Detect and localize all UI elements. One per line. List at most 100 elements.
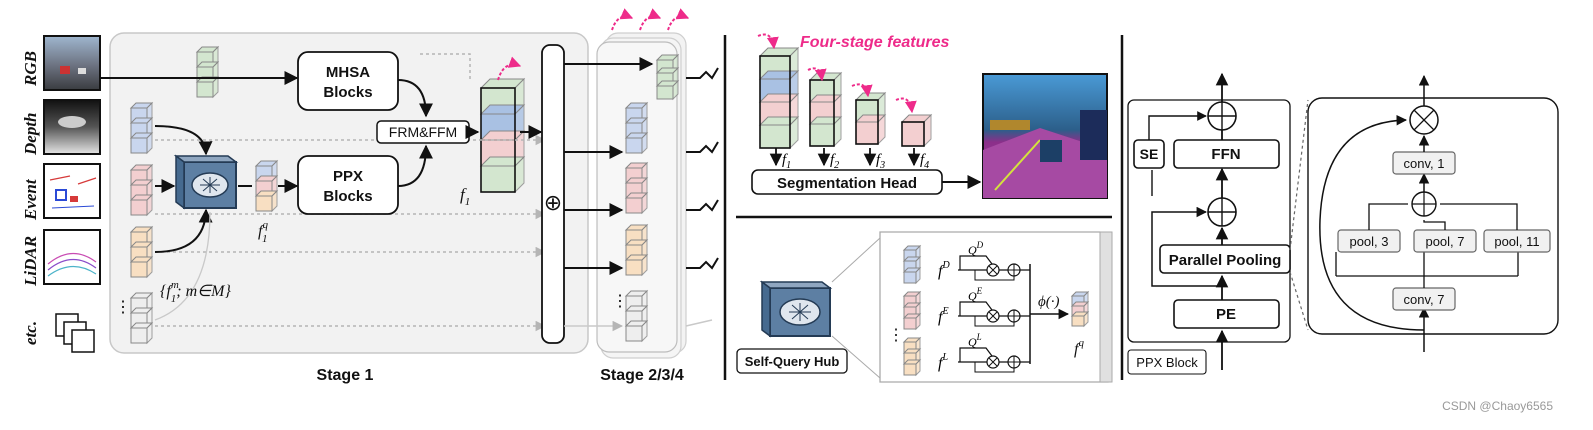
ppx-residual-1 [1151,206,1222,287]
depth-to-hub-arrow [154,125,213,156]
decoder-f3-stack-cube-1 [854,113,887,146]
stage2-rgb-stack-cube-2 [655,79,680,101]
frm-ffm-label: FRM&FFM [389,124,457,140]
f1-feature-stack-cube-3 [479,155,526,194]
decoder-f1-stack-cube-0 [758,46,800,81]
lidar-to-hub-arrow [154,208,213,253]
parallel-pooling-label: Parallel Pooling [1169,252,1282,269]
decoder-label-1: f1 [782,152,791,171]
ppx-label-2: Blocks [323,188,372,205]
feature-sum-oplus: ⊕ [544,190,562,215]
stage1-more-dots: ⋮ [115,299,131,316]
decoder-label-2: f2 [830,152,839,171]
hub-label: Self-Query Hub [745,354,840,369]
se-label: SE [1140,146,1159,162]
stage2-output-connectors [686,67,719,270]
decoder-down-arrows [769,148,921,167]
decoder-stage-arrows [757,33,917,114]
se-residual [1148,111,1207,140]
pe-module [1173,299,1280,329]
hub-q-lidar: QL [968,332,982,349]
modality-label-lidar: LiDAR [21,236,40,287]
pool3-label: pool, 3 [1349,234,1388,249]
stage234-caption: Stage 2/3/4 [600,367,684,384]
mhsa-to-frm-arrow [397,79,433,118]
stage2-etc-connector [685,319,713,327]
conv1-label: conv, 1 [1404,156,1445,171]
hub-detail-icon [759,280,833,338]
watermark: CSDN @Chaoy6565 [1442,399,1553,413]
pool-skip-connection [1319,114,1425,331]
stage2-event-stack-cube-2 [624,191,649,215]
decoder-f1-stack-cube-3 [758,115,800,150]
hub-more-dots: ⋮ [888,327,904,344]
hub-q-event: QE [968,286,983,303]
phi-label: ϕ(·) [1038,294,1060,310]
hub-depth-stack-cube-2 [902,266,922,285]
decoder-f2-stack-cube-2 [808,115,843,148]
modality-label-rgb: RGB [21,51,40,87]
pooling-detail-box [1307,97,1559,335]
stage2-etc-stack-cube-2 [624,319,649,343]
depth-input-stack-cube-2 [129,131,154,155]
hub-q-depth: QD [968,240,984,257]
stage2-depth-stack-cube-2 [624,131,649,155]
stage-progression-arrows [497,8,690,81]
mhsa-label-2: Blocks [323,84,372,101]
decoder-label-3: f3 [876,152,885,171]
decoder-label-4: f4 [920,152,929,171]
sum-to-stage2-arrows [564,57,654,275]
etc-stack-icon [55,313,95,353]
segmentation-output-image [982,73,1108,199]
rgb-thumbnail [43,35,101,91]
ppx-to-frm-arrow [397,144,433,187]
conv7-label: conv, 7 [1404,292,1445,307]
hub-f-event: fE [938,306,949,326]
ppx-caption: PPX Block [1136,355,1198,370]
ffn-module [1173,139,1280,169]
lidar-input-stack-cube-2 [129,255,154,279]
modality-label-etc: etc. [21,321,40,345]
ffn-label: FFN [1211,146,1240,163]
event-thumbnail [43,163,101,219]
parallel-pooling-module [1159,244,1291,274]
ppx-caption-box [1127,349,1207,375]
lidar-thumbnail [43,229,101,285]
mhsa-label-1: MHSA [326,64,370,81]
mhsa-blocks [297,51,399,111]
hub-f-depth: fD [938,260,950,280]
ppx-label-1: PPX [333,168,363,185]
hub-zoom-lines [831,237,881,379]
pe-label: PE [1216,306,1236,323]
fq-output-label: fq [1074,337,1084,358]
segmentation-head-label: Segmentation Head [777,175,917,192]
hub-f-lidar: fL [938,352,948,372]
stage2-lidar-stack-cube-2 [624,253,649,277]
stage2-more-dots: ⋮ [612,293,628,310]
stage1-caption: Stage 1 [317,367,374,384]
etc-to-hub-arrow [154,211,211,321]
hub-lidar-stack-cube-2 [902,358,922,377]
decoder-f4-stack-cube-0 [900,113,933,148]
event-input-stack-cube-2 [129,193,154,217]
pool-zoom-lines [1289,99,1309,331]
hub-detail-box [879,231,1113,383]
hub-fq-stack-cube-2 [1070,310,1090,328]
pool7-label: pool, 7 [1425,234,1464,249]
ppx-blocks [297,155,399,215]
four-stage-title: Four-stage features [800,34,949,51]
etc-input-stack-cube-2 [129,321,154,345]
modality-label-event: Event [21,178,40,221]
fq-stack-cube-2 [254,189,279,213]
hub-label-box [736,348,848,374]
self-query-hub-icon [173,154,239,210]
feature-sum-bar [541,44,565,344]
f1-label: f1 [460,185,470,208]
rgb-input-stack-cube-2 [195,75,220,99]
modality-label-depth: Depth [21,113,40,157]
pool11-label: pool, 11 [1494,234,1539,249]
